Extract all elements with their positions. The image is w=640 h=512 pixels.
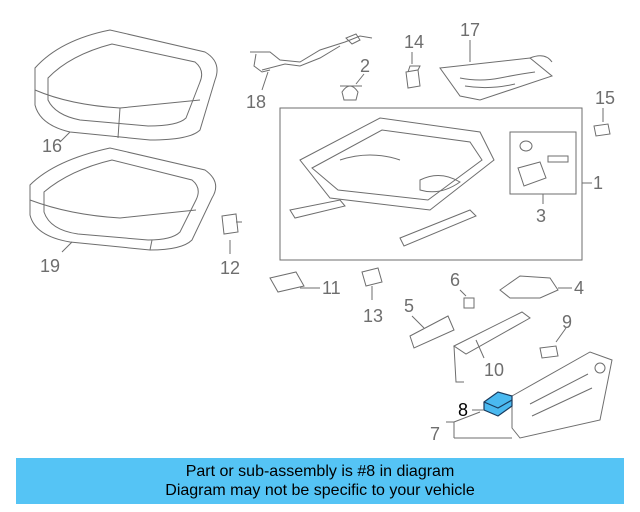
callout-12[interactable]: 12	[220, 258, 240, 278]
callout-6[interactable]: 6	[450, 270, 460, 290]
part-8-highlighted-cover[interactable]	[483, 391, 513, 417]
leader-19	[61, 241, 73, 253]
part-11-cover[interactable]	[269, 271, 305, 293]
part-14-bracket[interactable]	[405, 65, 421, 89]
part-1-seat-frame[interactable]	[279, 107, 583, 261]
leader-10	[475, 339, 485, 359]
leader-9	[555, 327, 567, 343]
part-6-bolt-cap[interactable]	[463, 297, 475, 309]
banner-line-2: Diagram may not be specific to your vehi…	[165, 482, 475, 499]
leader-7	[446, 411, 512, 439]
callout-10[interactable]: 10	[484, 360, 504, 380]
callout-13[interactable]: 13	[363, 306, 383, 326]
callout-4[interactable]: 4	[574, 278, 584, 298]
banner-line-1: Part or sub-assembly is #8 in diagram	[185, 463, 455, 480]
part-2-clip[interactable]	[340, 85, 362, 101]
callout-18[interactable]: 18	[246, 92, 266, 112]
callout-9[interactable]: 9	[562, 312, 572, 332]
callout-5[interactable]: 5	[404, 296, 414, 316]
callout-16[interactable]: 16	[42, 136, 62, 156]
callout-2[interactable]: 2	[360, 56, 370, 76]
part-17-heater-mat[interactable]	[439, 55, 554, 101]
part-5-trim[interactable]	[409, 315, 455, 349]
callout-7[interactable]: 7	[430, 424, 440, 444]
callout-3[interactable]: 3	[536, 206, 546, 226]
part-10-wire[interactable]	[453, 311, 531, 383]
leader-5	[411, 315, 425, 329]
callout-19[interactable]: 19	[40, 256, 60, 276]
part-13-clip[interactable]	[361, 267, 383, 287]
callout-14[interactable]: 14	[404, 32, 424, 52]
leader-16	[59, 131, 71, 143]
part-12-bracket[interactable]	[221, 213, 242, 235]
part-16-cushion-pad[interactable]	[34, 29, 218, 141]
leader-2	[355, 73, 365, 85]
part-3-recliner-kit[interactable]	[509, 131, 577, 195]
leader-18	[261, 71, 269, 91]
part-7-side-shield[interactable]	[511, 351, 613, 439]
part-15-clip[interactable]	[593, 123, 611, 137]
info-banner: Part or sub-assembly is #8 in diagram Di…	[16, 458, 624, 504]
callout-17[interactable]: 17	[460, 20, 480, 40]
callout-11[interactable]: 11	[322, 278, 341, 298]
callout-8[interactable]: 8	[458, 400, 468, 420]
part-9-clip[interactable]	[539, 345, 559, 359]
leader-6	[459, 289, 467, 297]
part-4-bracket[interactable]	[499, 275, 559, 299]
part-19-cushion-cover[interactable]	[29, 147, 217, 251]
callout-1[interactable]: 1	[593, 173, 603, 193]
callout-15[interactable]: 15	[595, 88, 615, 108]
part-18-wire-harness[interactable]	[250, 33, 373, 73]
